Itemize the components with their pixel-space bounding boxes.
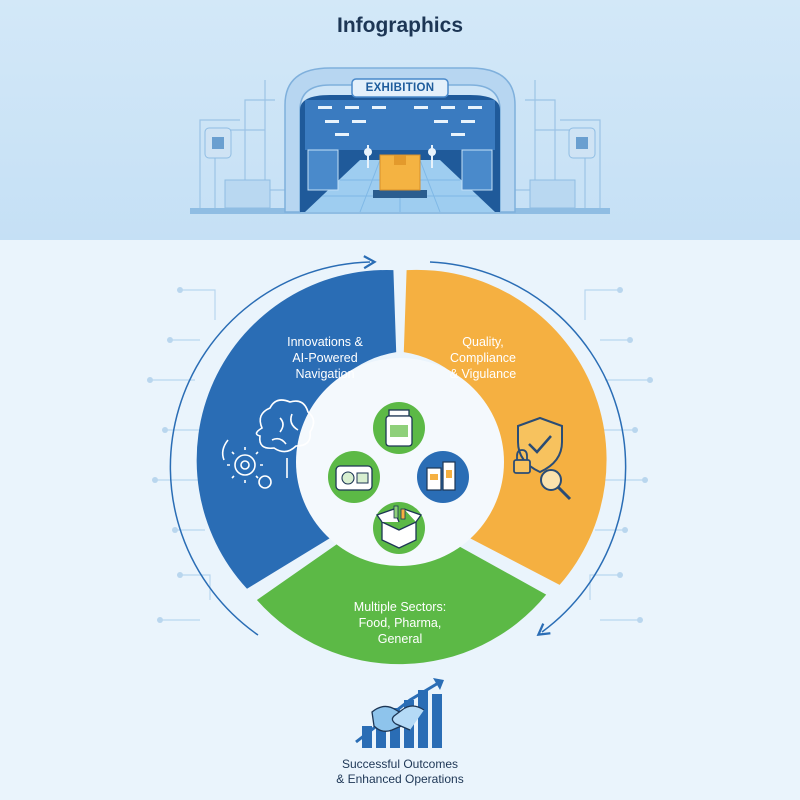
booth-left	[224, 179, 271, 209]
bottle-icon	[373, 402, 425, 454]
segment-quality	[403, 269, 607, 585]
exhibition-hall-illustration	[190, 67, 610, 214]
segment-sectors-label: Multiple Sectors: Food, Pharma, General	[353, 600, 447, 646]
outcome-label: Successful Outcomes & Enhanced Operation…	[336, 757, 464, 786]
pharma-products-icon	[417, 451, 469, 503]
page-title: Infographics	[336, 14, 463, 37]
shield-check-icon	[513, 416, 572, 501]
segment-sectors	[256, 544, 547, 665]
exhibition-arch	[284, 67, 516, 213]
exhibition-sign-label: EXHIBITION	[365, 82, 435, 94]
brain-gear-icon	[221, 399, 315, 489]
food-container-icon	[328, 451, 380, 503]
cycle-arrow-left	[169, 255, 377, 636]
hall-booth-right	[461, 149, 493, 191]
open-box-icon	[373, 502, 425, 554]
magnifier-icon	[540, 469, 562, 491]
cycle-arrow-right	[429, 261, 627, 637]
handshake-growth-chart-icon	[355, 678, 444, 748]
robot-arm-right	[428, 148, 436, 156]
ceiling-lights	[318, 106, 482, 136]
lock-icon	[513, 459, 531, 474]
center-disk	[296, 358, 504, 566]
segment-innovation-label: Innovations & AI-Powered Navigation	[287, 335, 363, 381]
hall-booth-left	[307, 149, 339, 191]
box-platform	[373, 190, 427, 198]
booth-right	[529, 179, 576, 209]
circuit-lines-right	[510, 80, 601, 208]
exhibition-sign	[351, 78, 449, 98]
circuit-decor-right	[584, 289, 650, 621]
robot-arm-left	[364, 148, 372, 156]
segment-quality-label: Quality, Compliance & Vigulance	[449, 335, 517, 381]
